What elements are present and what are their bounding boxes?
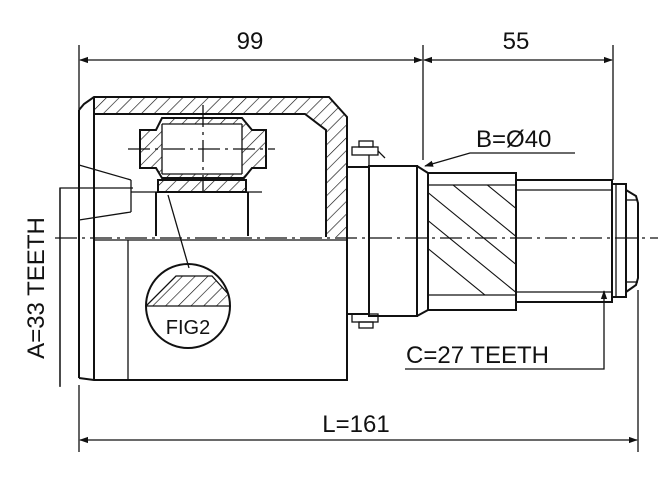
fig2-callout: FIG2	[145, 263, 231, 349]
dim-c-label: C=27 TEETH	[406, 342, 549, 369]
dim-b-leader	[424, 152, 575, 167]
tripod-roller	[128, 105, 275, 269]
dim-55-label: 55	[503, 28, 530, 55]
dim-a-label: A=33 TEETH	[23, 217, 50, 359]
fig2-leader	[167, 194, 190, 269]
dimension-lines	[59, 45, 639, 452]
stem-flange	[346, 140, 429, 329]
outer-housing	[78, 96, 348, 381]
fig2-circle	[145, 263, 231, 349]
fig2-label: FIG2	[166, 317, 210, 339]
dim-l-label: L=161	[322, 411, 389, 438]
dim-c-leader	[405, 290, 608, 370]
splined-shaft	[427, 172, 639, 311]
dim-b-label: B=Ø40	[476, 126, 551, 153]
dim-99-label: 99	[237, 28, 264, 55]
